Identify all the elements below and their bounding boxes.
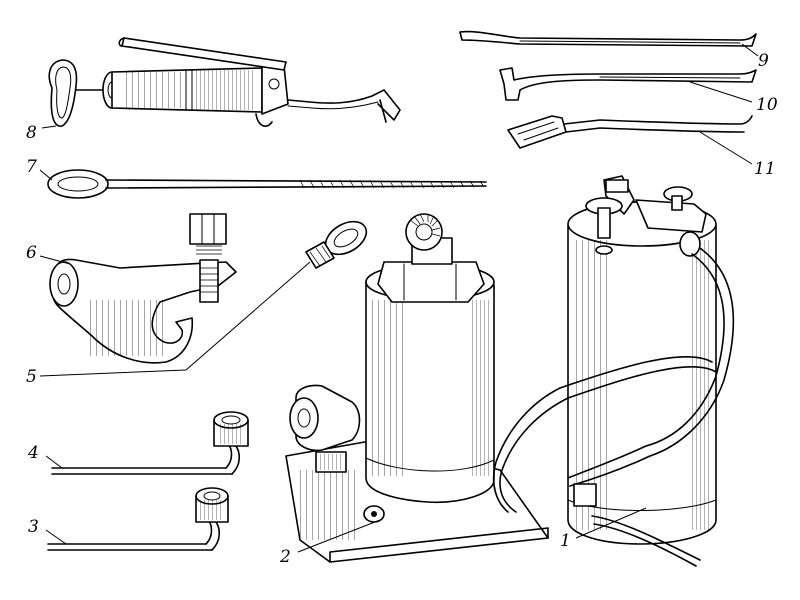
leader-9	[741, 43, 759, 57]
eye-bolt	[305, 220, 368, 269]
socket-wrench-4	[51, 411, 249, 475]
callout-10: 10	[756, 95, 778, 115]
leader-8	[41, 125, 57, 129]
callout-2: 2	[279, 547, 291, 567]
callout-6: 6	[26, 243, 37, 263]
callout-5: 5	[26, 367, 37, 387]
leader-2	[297, 519, 381, 553]
crank-bar	[47, 169, 487, 199]
grease-gun	[48, 37, 401, 127]
leader-3	[45, 529, 67, 545]
leader-10	[689, 81, 753, 103]
callout-9: 9	[758, 51, 769, 71]
callout-numbers: 1 2 3 4 5 6 7 8 9 10 11	[26, 51, 778, 567]
tire-lever-9	[459, 30, 757, 47]
leader-1	[575, 507, 647, 539]
socket-wrench-3	[47, 487, 229, 551]
tire-lever-10	[499, 67, 757, 101]
callout-1: 1	[560, 531, 571, 551]
leader-5	[39, 261, 311, 377]
callout-11: 11	[754, 159, 776, 179]
callout-3: 3	[28, 517, 39, 537]
leader-6	[39, 255, 71, 265]
leader-11	[699, 131, 753, 165]
leader-4	[45, 455, 63, 469]
hydraulic-jack	[285, 213, 549, 563]
tire-lever-11	[507, 115, 753, 149]
callout-4: 4	[27, 443, 39, 463]
callout-7: 7	[26, 157, 37, 177]
leader-7	[39, 169, 53, 181]
tire-pump	[492, 175, 735, 567]
leader-lines	[39, 43, 759, 553]
callout-8: 8	[26, 123, 37, 143]
wrench-head	[49, 213, 237, 364]
